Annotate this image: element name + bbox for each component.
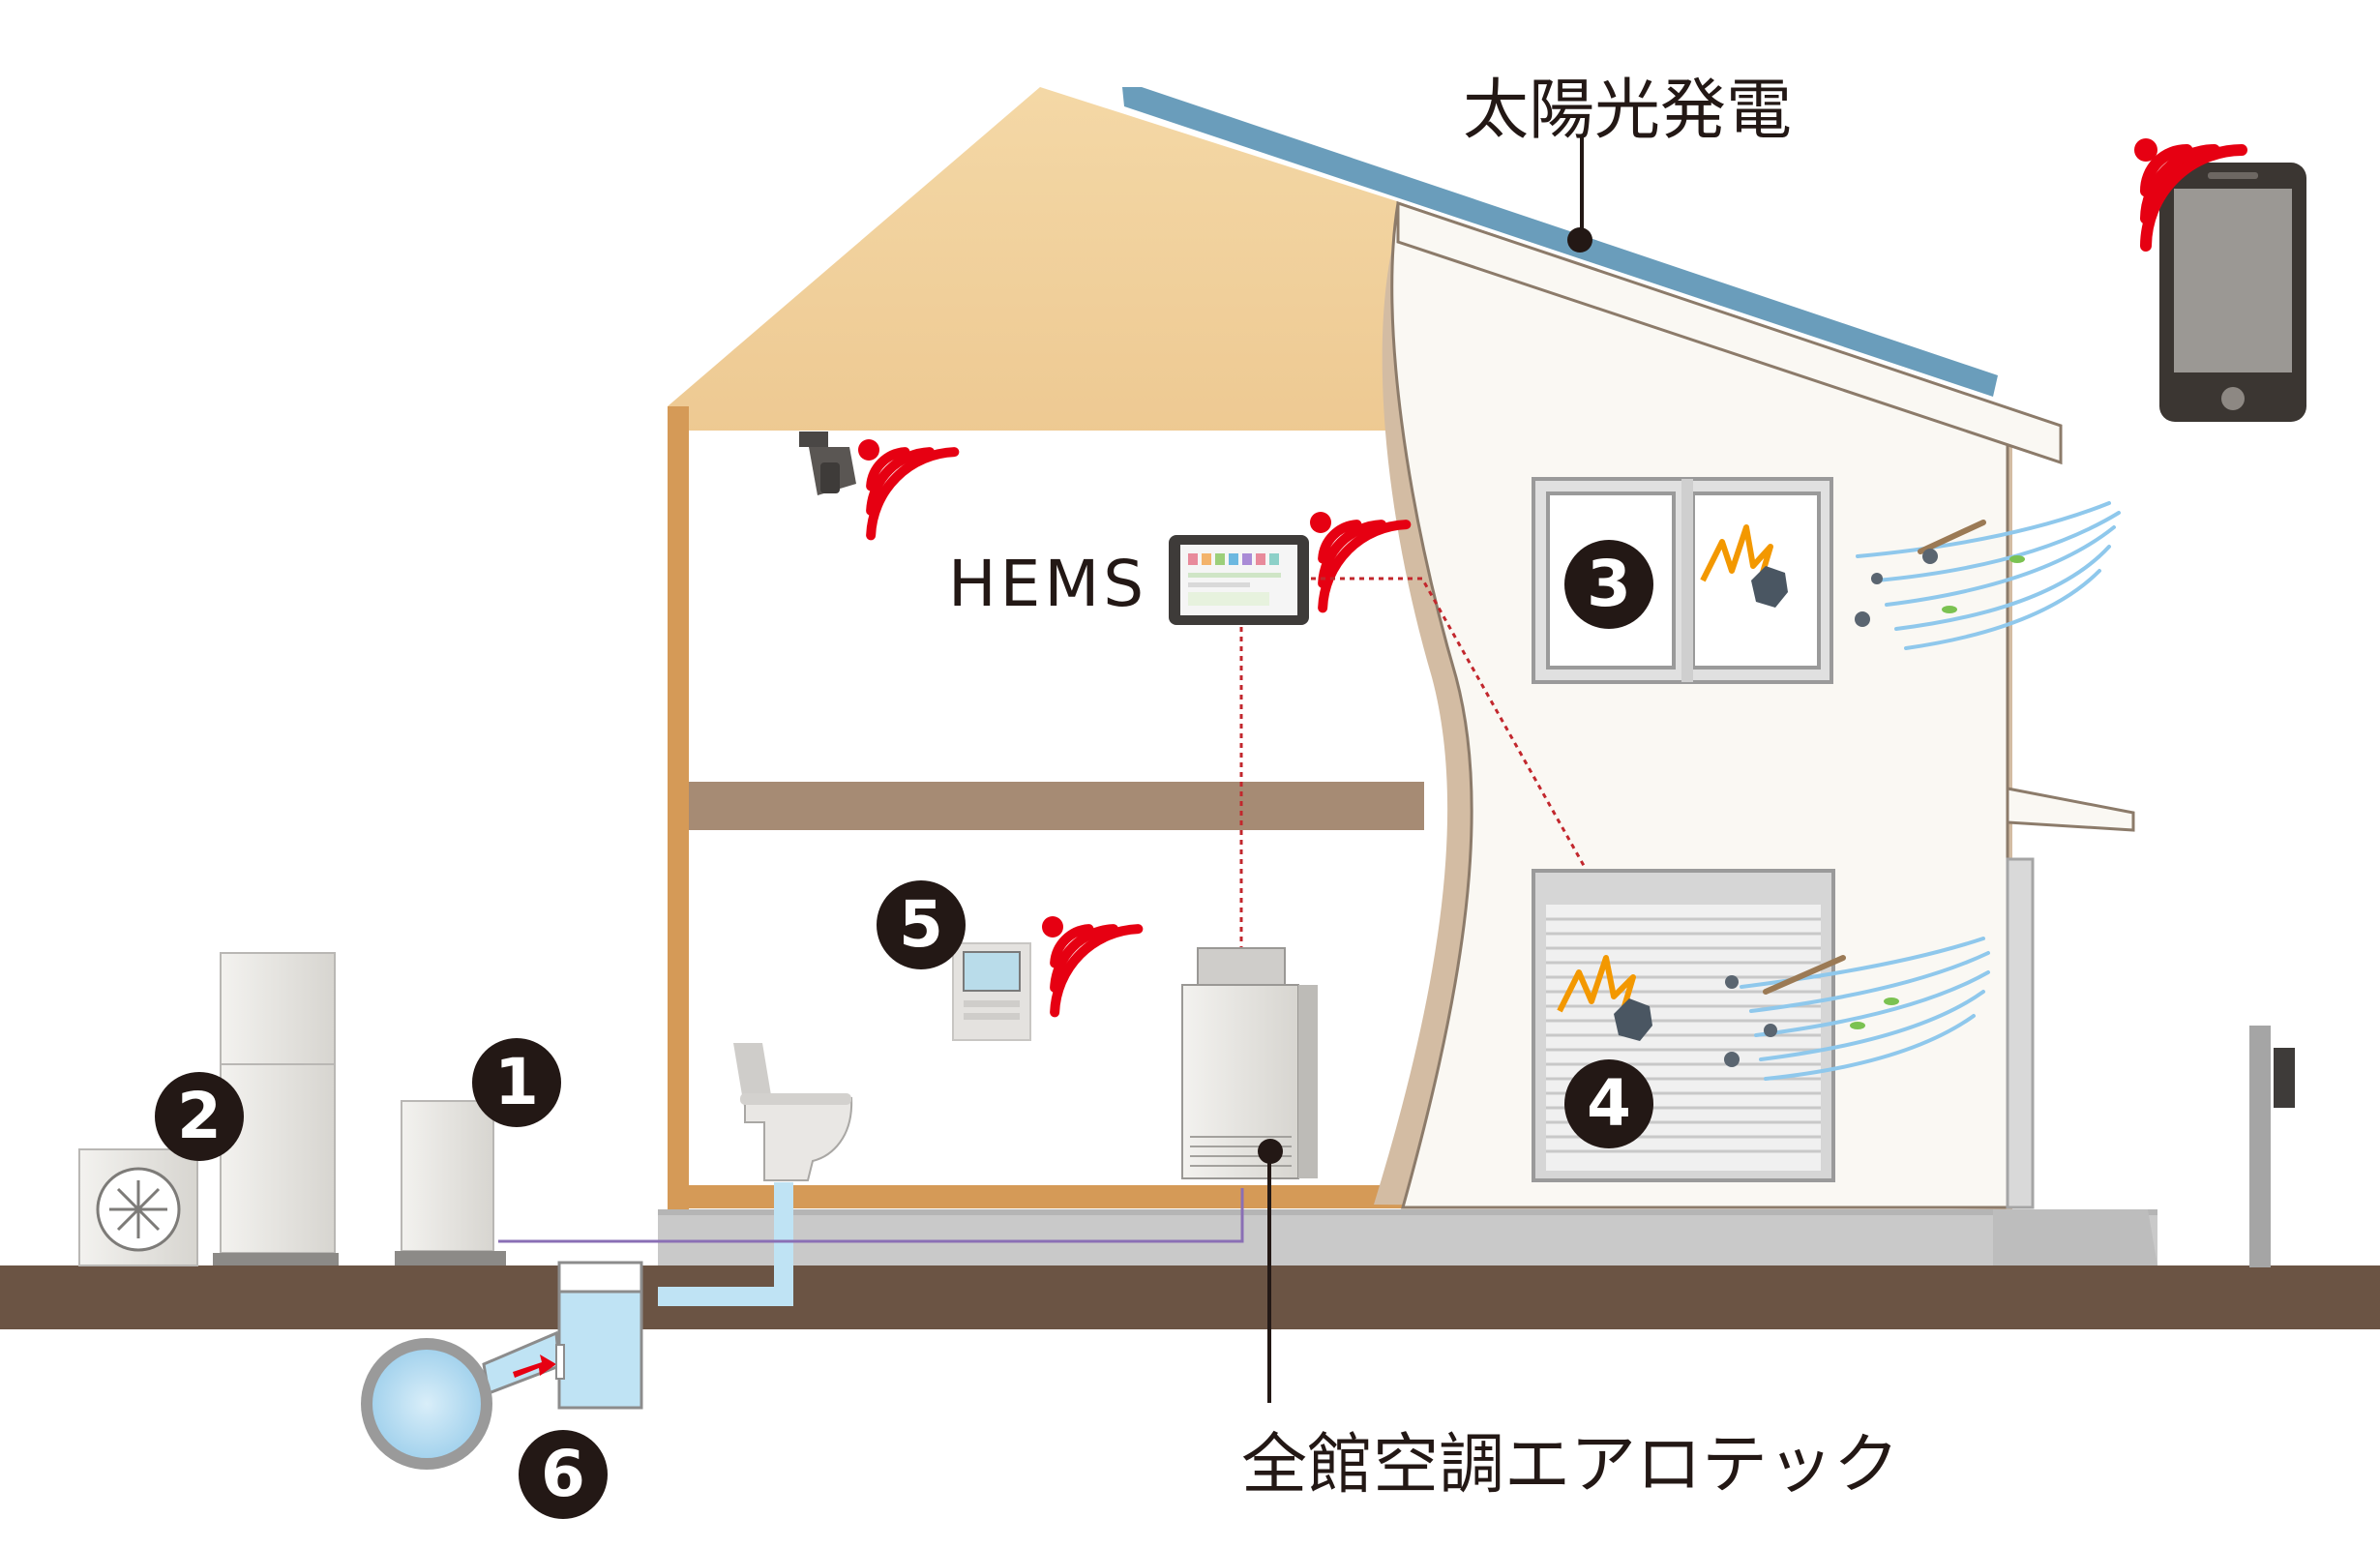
wifi-signal-icon	[1310, 512, 1412, 613]
storm-shutter-window	[1532, 869, 1835, 1182]
hems-tablet-icon	[1169, 535, 1309, 625]
marker-4: 4	[1564, 1059, 1653, 1148]
battery-unit-icon	[395, 1100, 506, 1265]
toilet-icon	[733, 1043, 853, 1181]
heat-pump-icon	[78, 1148, 198, 1266]
solar-leader-dot	[1567, 227, 1592, 253]
security-camera-icon	[799, 432, 856, 495]
wifi-signal-icon	[858, 439, 960, 541]
marker-1: 1	[472, 1038, 561, 1127]
hems-connection-lines	[1239, 577, 1589, 953]
intercom-monitor-icon	[952, 942, 1031, 1041]
gate-post	[2249, 1026, 2295, 1267]
marker-5: 5	[877, 880, 966, 969]
wifi-signal-icon	[2134, 138, 2247, 252]
rainwater-tank-icon	[361, 1261, 643, 1470]
aerotec-leader-dot	[1258, 1139, 1283, 1164]
wind-debris-upper	[1855, 501, 2121, 650]
solar-panel	[1122, 87, 1998, 397]
aerotec-label: 全館空調エアロテック	[1241, 1427, 1900, 1503]
hems-label: HEMS	[948, 547, 1148, 621]
smartphone-icon	[2159, 163, 2306, 422]
wifi-signal-icon	[1042, 916, 1144, 1018]
marker-2: 2	[155, 1072, 244, 1161]
water-pipes	[498, 1182, 1244, 1306]
solar-power-label: 太陽光発電	[1463, 73, 1793, 149]
ground	[0, 1209, 2380, 1329]
marker-6: 6	[519, 1430, 608, 1519]
wind-debris-lower	[1724, 937, 1990, 1081]
marker-3: 3	[1564, 540, 1653, 629]
